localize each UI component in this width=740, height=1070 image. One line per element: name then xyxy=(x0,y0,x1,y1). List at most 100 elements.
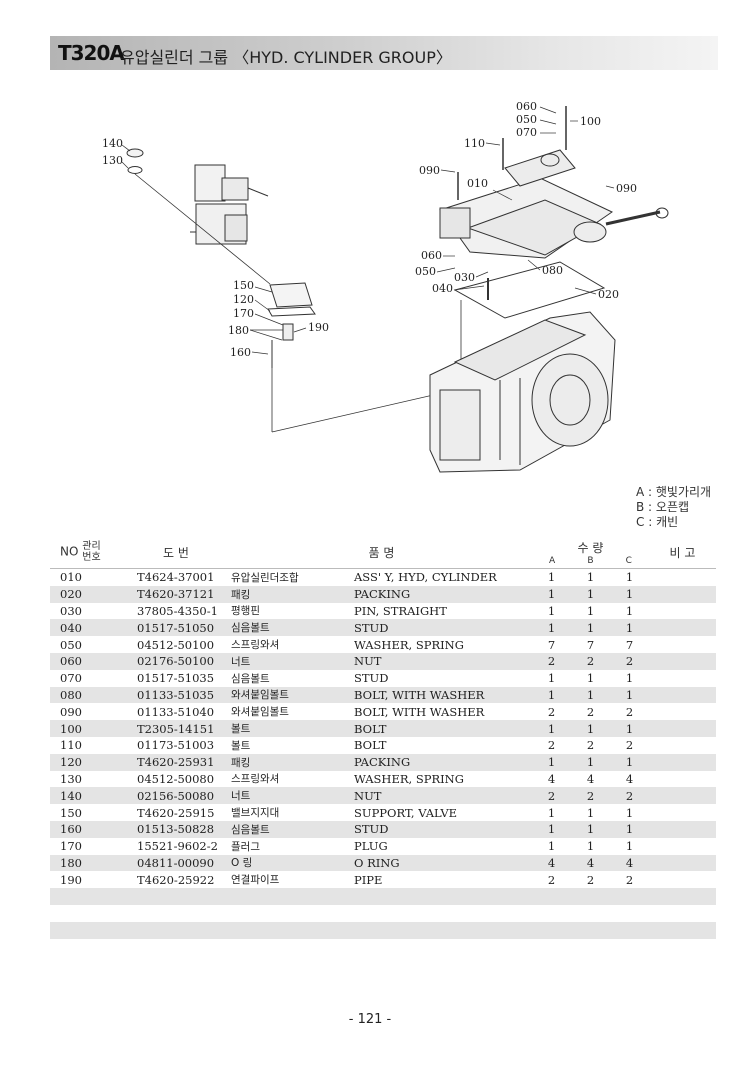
cell-qty-a: 1 xyxy=(547,805,556,820)
packing-120-drawing xyxy=(267,306,316,317)
cell-part-no: 040 xyxy=(50,619,121,637)
cell-drawing-no: T4620-25922 xyxy=(137,872,215,887)
cell-qty-b: 7 xyxy=(586,637,595,652)
nut-140-drawing xyxy=(126,148,144,158)
cell-drawing-no: 04512-50100 xyxy=(137,637,215,652)
callout-160: 160 xyxy=(230,346,251,359)
packing-020-drawing xyxy=(453,261,606,319)
blank-row xyxy=(50,888,716,905)
cylinder-assembly-drawing xyxy=(439,149,669,259)
cell-qty-c: 1 xyxy=(610,753,649,771)
cell-name-en: O RING xyxy=(354,854,532,872)
callout-080: 080 xyxy=(542,264,563,277)
cell-name-kr: 패킹 xyxy=(231,753,354,771)
cell-drawing-no: 01513-50828 xyxy=(121,820,231,838)
cell-qty-a: 7 xyxy=(547,637,556,652)
valve-assembly-drawing xyxy=(190,164,269,245)
cell-drawing-no: 02156-50080 xyxy=(121,787,231,805)
cell-name-kr: O 링 xyxy=(231,854,354,872)
cell-name-en: PACKING xyxy=(354,585,532,603)
cell-name-kr: 심음볼트 xyxy=(231,619,354,637)
callout-180: 180 xyxy=(228,324,249,337)
cell-drawing-no: 02176-50100 xyxy=(121,652,231,670)
cell-qty-b: 1 xyxy=(571,585,610,603)
cell-drawing-no: 04811-00090 xyxy=(121,854,231,872)
cell-name-en: SUPPORT, VALVE xyxy=(354,805,458,820)
cell-name-en: WASHER, SPRING xyxy=(354,771,464,786)
cell-name-en: STUD xyxy=(354,619,532,637)
callout-030: 030 xyxy=(454,271,475,284)
legend-item-b: B : 오픈캡 xyxy=(636,500,690,514)
cell-qty-a: 1 xyxy=(532,720,571,737)
blank-cell xyxy=(50,888,716,905)
cell-remarks xyxy=(649,670,716,687)
cell-name-en: BOLT, WITH WASHER xyxy=(354,686,532,704)
cell-qty-b: 4 xyxy=(586,771,595,786)
col-no: NO 관리번호 xyxy=(50,536,121,569)
variant-legend: A : 햇빛가리개 B : 오픈캡 C : 캐빈 xyxy=(636,485,711,530)
cell-drawing-no: 04512-50080 xyxy=(137,771,215,786)
callout-170: 170 xyxy=(233,307,254,320)
cell-qty-a: 2 xyxy=(547,704,556,719)
cell-part-no: 170 xyxy=(60,839,82,854)
cell-qty-c: 2 xyxy=(610,787,649,805)
cell-remarks xyxy=(649,820,716,838)
cell-qty-a: 1 xyxy=(532,686,571,704)
callout-070: 070 xyxy=(516,126,537,139)
cell-part-no: 060 xyxy=(50,652,121,670)
cell-name-kr: 볼트 xyxy=(231,739,251,752)
cell-qty-b: 2 xyxy=(586,872,595,887)
callout-050-top: 050 xyxy=(516,113,537,126)
cell-qty-c: 2 xyxy=(625,738,634,753)
cell-part-no: 120 xyxy=(50,753,121,771)
cell-remarks xyxy=(649,569,716,586)
cell-qty-b: 1 xyxy=(571,820,610,838)
cell-qty-a: 1 xyxy=(547,839,556,854)
cell-qty-c: 1 xyxy=(625,603,634,618)
cell-part-no: 100 xyxy=(50,720,121,737)
cell-qty-a: 1 xyxy=(547,603,556,618)
blank-cell xyxy=(50,939,716,956)
cell-qty-b: 1 xyxy=(571,619,610,637)
cell-qty-b: 2 xyxy=(586,738,595,753)
cell-qty-a: 1 xyxy=(532,585,571,603)
page-header: T320A 유압실린더 그룹 〈HYD. CYLINDER GROUP〉 xyxy=(50,36,718,70)
cell-drawing-no: 15521-9602-2 xyxy=(137,839,218,854)
cell-drawing-no: 01173-51003 xyxy=(137,738,215,753)
cell-qty-b: 1 xyxy=(586,839,595,854)
cell-drawing-no: T4620-25915 xyxy=(137,805,215,820)
cell-name-kr: 너트 xyxy=(231,652,354,670)
cell-name-en: BOLT xyxy=(354,738,387,753)
col-mgmt-no: 관리번호 xyxy=(82,541,101,563)
blank-row xyxy=(50,921,716,939)
cell-name-en: WASHER, SPRING xyxy=(354,637,464,652)
cell-qty-b: 4 xyxy=(571,854,610,872)
cell-drawing-no: T4624-37001 xyxy=(137,570,215,585)
cell-qty-b: 2 xyxy=(571,787,610,805)
cell-qty-b: 1 xyxy=(586,570,595,585)
callout-040: 040 xyxy=(432,282,453,295)
cell-name-kr: 유압실린더조합 xyxy=(231,571,299,584)
cell-part-no: 160 xyxy=(50,820,121,838)
cell-remarks xyxy=(649,603,716,620)
pipe-190-drawing xyxy=(282,323,294,341)
cell-qty-a: 2 xyxy=(532,652,571,670)
cell-name-en: STUD xyxy=(354,671,389,686)
cell-remarks xyxy=(649,838,716,855)
cell-drawing-no: 01133-51040 xyxy=(137,704,215,719)
cell-qty-b: 1 xyxy=(571,753,610,771)
cell-part-no: 130 xyxy=(60,771,82,786)
callout-090-right: 090 xyxy=(616,182,637,195)
cell-qty-a: 4 xyxy=(532,854,571,872)
blank-cell xyxy=(50,921,716,939)
cell-qty-a: 2 xyxy=(547,738,556,753)
cell-remarks xyxy=(649,753,716,771)
cell-qty-c: 1 xyxy=(610,820,649,838)
cell-qty-b: 1 xyxy=(586,805,595,820)
